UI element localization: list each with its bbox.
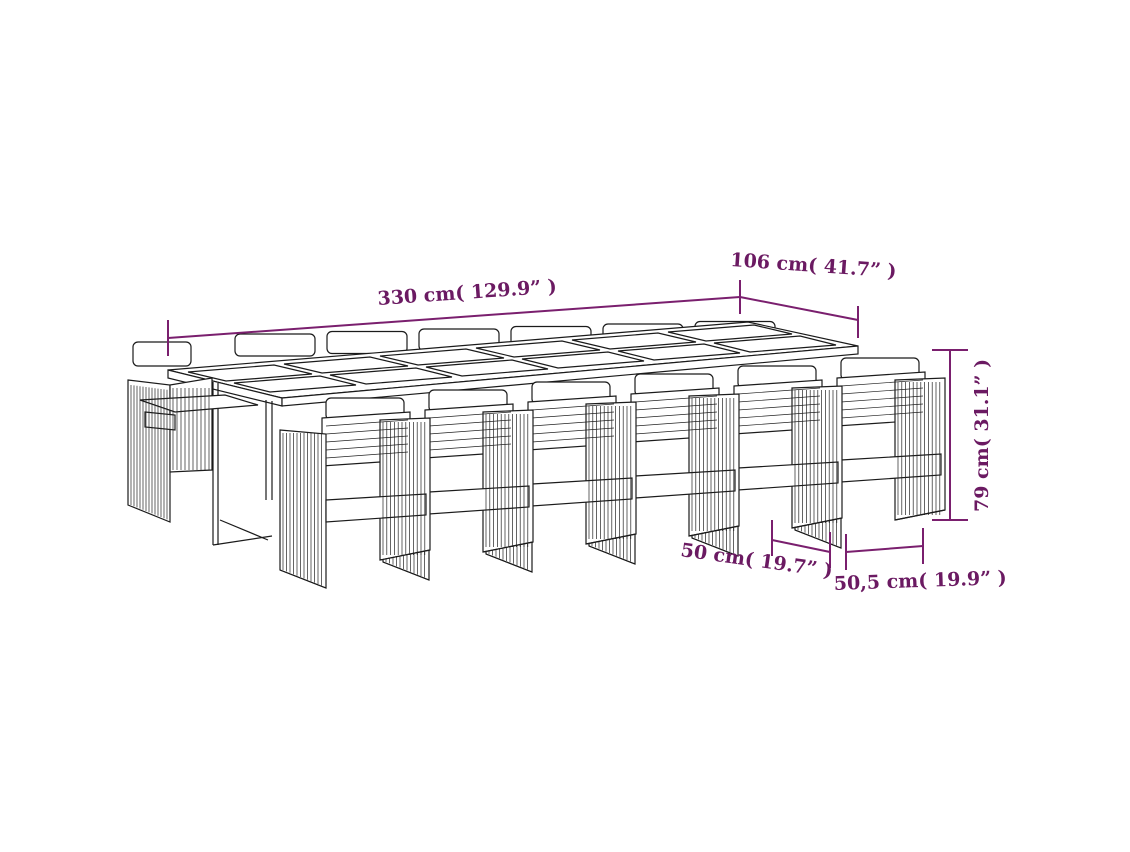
front-chair — [279, 397, 431, 589]
chair-skid-left — [691, 537, 739, 557]
depth-label: 106 cm( 41.7” ) — [730, 249, 898, 283]
chair-skid-left — [382, 561, 430, 581]
weave-strand — [531, 419, 615, 427]
table-glass-panel — [475, 340, 601, 358]
chair-side-panel-right — [482, 409, 534, 553]
chair-side-panel-right — [894, 377, 946, 521]
table-top-edge-front — [281, 345, 859, 407]
weave-strand — [737, 403, 821, 411]
weave-strand — [325, 419, 409, 427]
weave-strand — [531, 411, 615, 419]
end-chair-seat-front — [144, 411, 176, 431]
chair-skid-left — [485, 553, 533, 573]
weave-strand — [325, 435, 409, 443]
weave-strand — [634, 411, 718, 419]
chair-skid-right — [482, 541, 534, 553]
weave-strand — [840, 411, 924, 419]
table-glass-panel — [521, 351, 645, 369]
table-brace-left — [219, 519, 269, 541]
dining-table — [167, 321, 859, 546]
height-label: 79 cm( 31.1” ) — [971, 359, 993, 512]
weave-strand — [840, 387, 924, 395]
weave-strand — [634, 403, 718, 411]
weave-strand — [428, 411, 512, 419]
weave-strand — [840, 403, 924, 411]
weave-strand — [634, 427, 718, 435]
table-glass-panel — [667, 324, 793, 342]
weave-strand — [428, 443, 512, 451]
chair-skid-left — [588, 545, 636, 565]
depth-dimension-line — [739, 296, 859, 321]
back-chair-cushion — [234, 333, 316, 357]
table-glass-panel — [713, 335, 837, 353]
front-chair — [794, 357, 946, 549]
chair-skid-left — [279, 569, 327, 589]
end-chair-side — [169, 377, 213, 473]
table-glass-panel — [617, 343, 741, 361]
chair-skid-left — [794, 529, 842, 549]
end-chair-back-cushion — [132, 341, 192, 367]
chair-side-panel-left — [279, 429, 327, 589]
weave-strand — [325, 427, 409, 435]
weave-strand — [325, 443, 409, 451]
chair-skid-right — [688, 525, 740, 537]
weave-strand — [325, 451, 409, 459]
weave-strand — [428, 427, 512, 435]
length-dimension-line — [167, 296, 741, 339]
weave-strand — [428, 419, 512, 427]
seat-depth-label: 50 cm( 19.7” ) — [679, 539, 834, 582]
back-chair-cushion — [326, 330, 408, 355]
weave-strand — [737, 387, 821, 395]
table-glass-panel — [571, 332, 697, 350]
weave-strand — [840, 395, 924, 403]
length-label: 330 cm( 129.9” ) — [377, 276, 558, 310]
chair-skid-right — [894, 509, 946, 521]
weave-strand — [428, 435, 512, 443]
seat-width-label: 50,5 cm( 19.9” ) — [833, 567, 1007, 595]
chair-side-panel-right — [585, 401, 637, 545]
table-glass-panel — [233, 375, 357, 393]
weave-strand — [634, 419, 718, 427]
front-row-chairs — [279, 357, 946, 589]
seat-width-dimension-line — [845, 545, 924, 553]
weave-strand — [737, 395, 821, 403]
chair-skid-right — [585, 533, 637, 545]
table-glass-panel — [379, 348, 505, 366]
table-glass-panel — [425, 359, 549, 377]
end-chair-left — [127, 341, 259, 523]
table-glass-panel — [283, 356, 409, 374]
weave-strand — [634, 395, 718, 403]
weave-strand — [531, 403, 615, 411]
chair-side-panel-right — [791, 385, 843, 529]
chair-skid-right — [379, 549, 431, 561]
seat-depth-dimension-line — [771, 539, 831, 553]
table-glass-panel — [329, 367, 453, 385]
chair-skid-right — [791, 517, 843, 529]
table-glass-panels — [187, 324, 837, 393]
weave-strand — [737, 411, 821, 419]
weave-strand — [531, 435, 615, 443]
end-chair-weave — [130, 385, 210, 521]
chair-side-panel-right — [379, 417, 431, 561]
chair-seat — [325, 493, 427, 523]
chair-side-panel-right — [688, 393, 740, 537]
table-glass-panel — [187, 364, 313, 382]
weave-strand — [531, 427, 615, 435]
weave-strand — [840, 379, 924, 387]
weave-strand — [737, 419, 821, 427]
